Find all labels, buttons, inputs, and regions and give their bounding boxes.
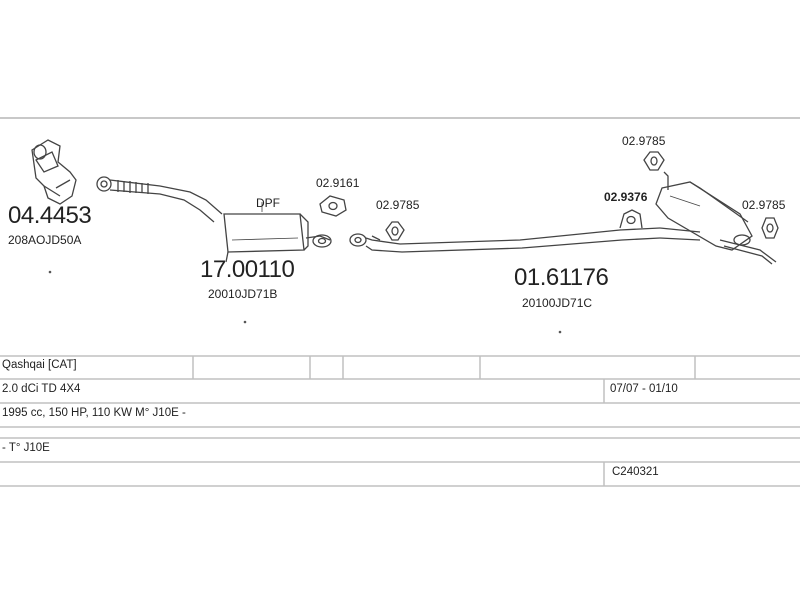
vehicle-model: Qashqai [CAT] [2, 359, 77, 371]
hanger-b-number: 02.9785 [622, 134, 666, 148]
gasket-drawing [319, 195, 347, 217]
catalyst-drawing [31, 139, 77, 205]
dpf-label: DPF [256, 196, 280, 210]
hanger-a-number: 02.9785 [376, 198, 420, 212]
clamp-drawing [619, 209, 643, 229]
production-years: 07/07 - 01/10 [610, 383, 678, 395]
front-flex-pipe-drawing [96, 176, 223, 223]
rear-silencer-drawing [655, 181, 777, 265]
middle-pipe-drawing [349, 227, 701, 253]
gasket-number: 02.9161 [316, 176, 360, 190]
engine-spec: 1995 cc, 150 HP, 110 KW M° J10E - [2, 407, 186, 419]
middle-pipe-part-number: 01.61176 [514, 264, 609, 291]
catalyst-oem-code: 208AOJD50A [8, 233, 82, 247]
clamp-number: 02.9376 [604, 190, 648, 204]
engine-description: 2.0 dCi TD 4X4 [2, 383, 81, 395]
dpf-oem-code: 20010JD71B [208, 287, 278, 301]
dpf-part-number: 17.00110 [200, 256, 295, 283]
vehicle-type: - T° J10E [2, 442, 50, 454]
reference-dots [48, 270, 562, 334]
hanger-a-drawing [385, 221, 405, 241]
info-table-grid [0, 355, 800, 487]
middle-pipe-oem-code: 20100JD71C [522, 296, 593, 310]
hanger-c-drawing [761, 217, 779, 239]
catalyst-part-number: 04.4453 [8, 202, 92, 229]
hanger-b-drawing [643, 151, 669, 190]
dpf-drawing [223, 202, 332, 263]
hanger-c-number: 02.9785 [742, 198, 786, 212]
catalogue-code: C240321 [612, 466, 659, 478]
